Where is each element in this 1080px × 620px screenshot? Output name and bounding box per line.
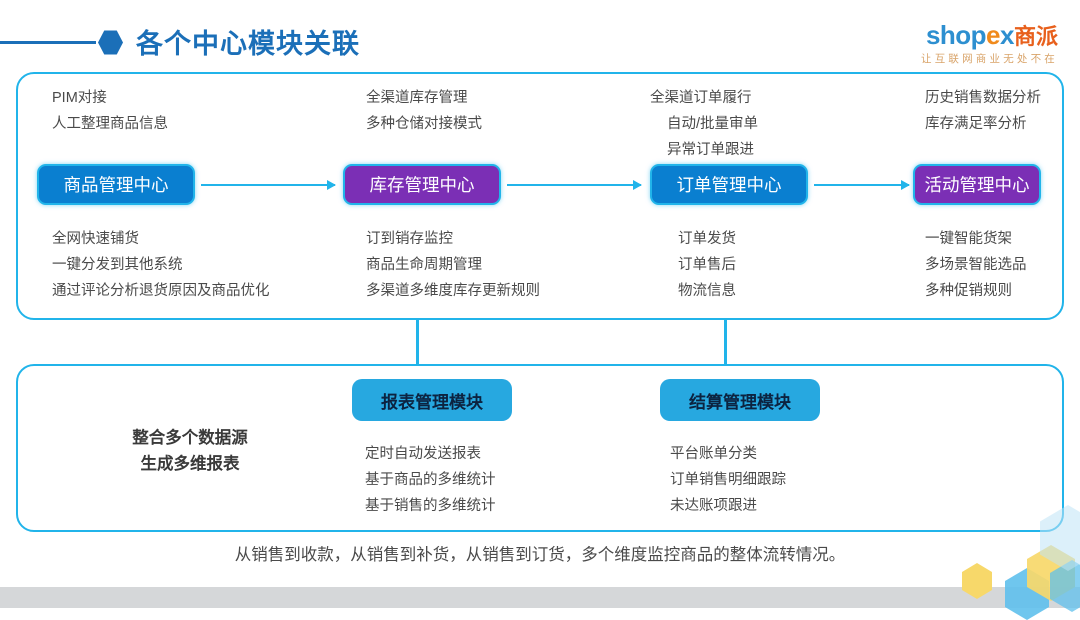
module-box-settlement[interactable]: 结算管理模块 <box>660 379 820 421</box>
column-4-below-1: 一键智能货架 <box>925 231 1012 247</box>
column-2-below-3: 多渠道多维度库存更新规则 <box>366 283 540 299</box>
summary-line-2: 生成多维报表 <box>140 455 240 473</box>
column-1-below-1: 全网快速铺货 <box>52 231 139 247</box>
logo-text-shop: shop <box>925 20 987 50</box>
center-box-inventory[interactable]: 库存管理中心 <box>343 164 501 205</box>
column-3-below-2: 订单售后 <box>678 257 736 273</box>
module-report-item-1: 定时自动发送报表 <box>365 446 481 462</box>
module-box-report[interactable]: 报表管理模块 <box>352 379 512 421</box>
column-4-above-1: 历史销售数据分析 <box>925 90 1041 106</box>
arrow-product-to-inventory <box>201 180 336 190</box>
center-box-campaign[interactable]: 活动管理中心 <box>913 164 1041 205</box>
column-4-below-2: 多场景智能选品 <box>925 257 1027 273</box>
arrow-order-to-campaign <box>814 180 910 190</box>
header-rule <box>0 41 96 44</box>
connector-report-module <box>416 320 419 378</box>
page-title: 各个中心模块关联 <box>136 29 360 59</box>
module-report-item-2: 基于商品的多维统计 <box>365 472 496 488</box>
column-3-below-3: 物流信息 <box>678 283 736 299</box>
bottom-gray-band <box>0 587 1080 608</box>
column-1-below-2: 一键分发到其他系统 <box>52 257 183 273</box>
column-3-above-3: 异常订单跟进 <box>667 142 754 158</box>
column-2-below-1: 订到销存监控 <box>366 231 453 247</box>
summary-block: 整合多个数据源 生成多维报表 <box>60 425 320 477</box>
logo-text-cn: 商派 <box>1013 24 1058 49</box>
hexagon-decoration-yellow-small <box>962 563 992 599</box>
summary-line-1: 整合多个数据源 <box>132 429 248 447</box>
logo-wordmark: shopex商派 <box>921 22 1058 48</box>
column-1-below-3: 通过评论分析退货原因及商品优化 <box>52 283 270 299</box>
column-3-below-1: 订单发货 <box>678 231 736 247</box>
logo-text-x: x <box>1000 20 1014 50</box>
column-1-above-1: PIM对接 <box>52 90 107 106</box>
logo-tagline: 让互联网商业无处不在 <box>921 53 1058 65</box>
module-settlement-item-2: 订单销售明细跟踪 <box>670 472 786 488</box>
center-box-order[interactable]: 订单管理中心 <box>650 164 808 205</box>
column-2-above-2: 多种仓储对接模式 <box>366 116 482 132</box>
footer-note: 从销售到收款，从销售到补货，从销售到订货，多个维度监控商品的整体流转情况。 <box>234 546 846 564</box>
column-1-above-2: 人工整理商品信息 <box>52 116 168 132</box>
center-box-product[interactable]: 商品管理中心 <box>37 164 195 205</box>
connector-settlement-module <box>724 320 727 378</box>
column-2-below-2: 商品生命周期管理 <box>366 257 482 273</box>
module-report-item-3: 基于销售的多维统计 <box>365 498 496 514</box>
module-settlement-item-1: 平台账单分类 <box>670 446 757 462</box>
column-3-above-2: 自动/批量审单 <box>667 116 759 132</box>
module-settlement-item-3: 未达账项跟进 <box>670 498 757 514</box>
arrow-inventory-to-order <box>507 180 642 190</box>
hexagon-icon <box>98 30 123 55</box>
shopex-logo: shopex商派 让互联网商业无处不在 <box>921 22 1058 65</box>
column-2-above-1: 全渠道库存管理 <box>366 90 468 106</box>
column-4-below-3: 多种促销规则 <box>925 283 1012 299</box>
column-3-above-1: 全渠道订单履行 <box>650 90 752 106</box>
column-4-above-2: 库存满足率分析 <box>925 116 1027 132</box>
logo-text-e: e <box>986 20 1001 50</box>
modules-panel <box>16 364 1064 532</box>
